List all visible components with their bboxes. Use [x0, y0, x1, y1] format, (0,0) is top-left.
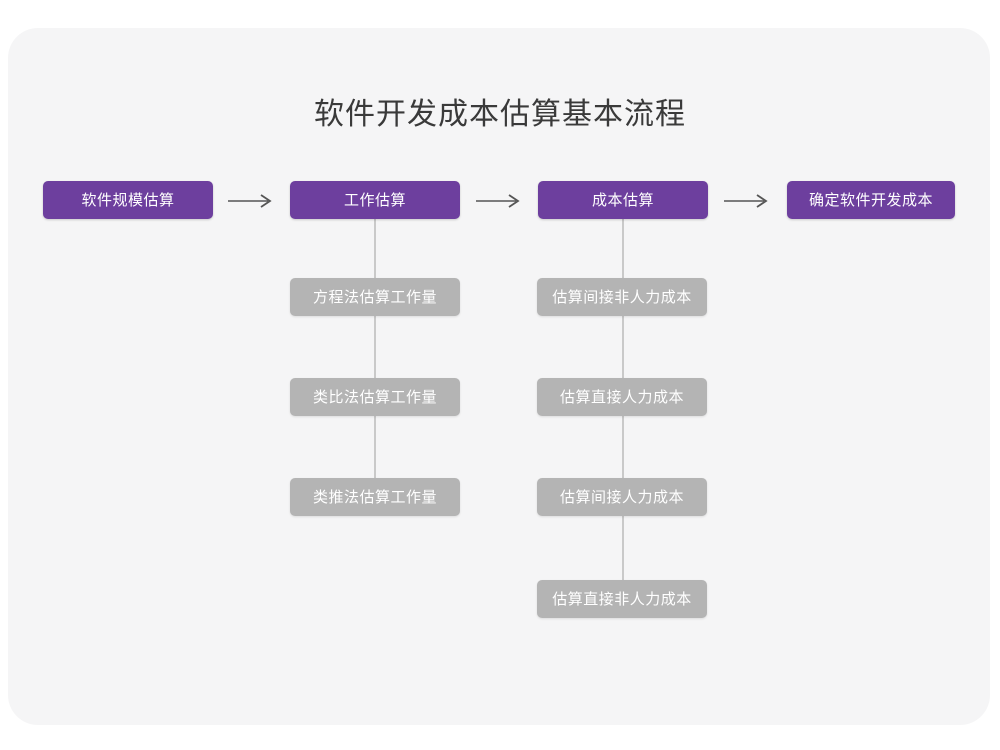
stage-box-label: 确定软件开发成本 [808, 191, 933, 209]
arrow-stage-1-to-2 [228, 193, 274, 209]
sub-box-equation-method-effort[interactable]: 方程法估算工作量 [290, 278, 460, 316]
stage-box-software-size-estimation[interactable]: 软件规模估算 [43, 181, 213, 219]
sub-box-direct-nonlabor-cost[interactable]: 估算直接非人力成本 [537, 580, 707, 618]
sub-box-direct-labor-cost[interactable]: 估算直接人力成本 [537, 378, 707, 416]
sub-box-label: 估算间接人力成本 [559, 488, 684, 506]
sub-box-label: 估算直接人力成本 [559, 388, 684, 406]
sub-box-analogy-method-effort[interactable]: 类比法估算工作量 [290, 378, 460, 416]
sub-box-label: 类比法估算工作量 [312, 388, 437, 406]
connector-line-branch-1 [374, 212, 376, 502]
sub-box-label: 方程法估算工作量 [312, 288, 437, 306]
stage-box-label: 成本估算 [591, 191, 654, 209]
arrow-stage-3-to-4 [724, 193, 770, 209]
sub-box-indirect-labor-cost[interactable]: 估算间接人力成本 [537, 478, 707, 516]
sub-box-label: 估算间接非人力成本 [552, 288, 692, 306]
sub-box-label: 类推法估算工作量 [312, 488, 437, 506]
sub-box-inference-method-effort[interactable]: 类推法估算工作量 [290, 478, 460, 516]
sub-box-label: 估算直接非人力成本 [552, 590, 692, 608]
page-title: 软件开发成本估算基本流程 [314, 98, 686, 131]
arrow-stage-2-to-3 [476, 193, 522, 209]
stage-box-cost-estimation[interactable]: 成本估算 [538, 181, 708, 219]
diagram-card-background [8, 28, 990, 725]
stage-box-label: 工作估算 [343, 191, 406, 209]
stage-box-effort-estimation[interactable]: 工作估算 [290, 181, 460, 219]
sub-box-indirect-nonlabor-cost[interactable]: 估算间接非人力成本 [537, 278, 707, 316]
stage-box-label: 软件规模估算 [81, 191, 175, 209]
stage-box-determine-development-cost[interactable]: 确定软件开发成本 [787, 181, 955, 219]
